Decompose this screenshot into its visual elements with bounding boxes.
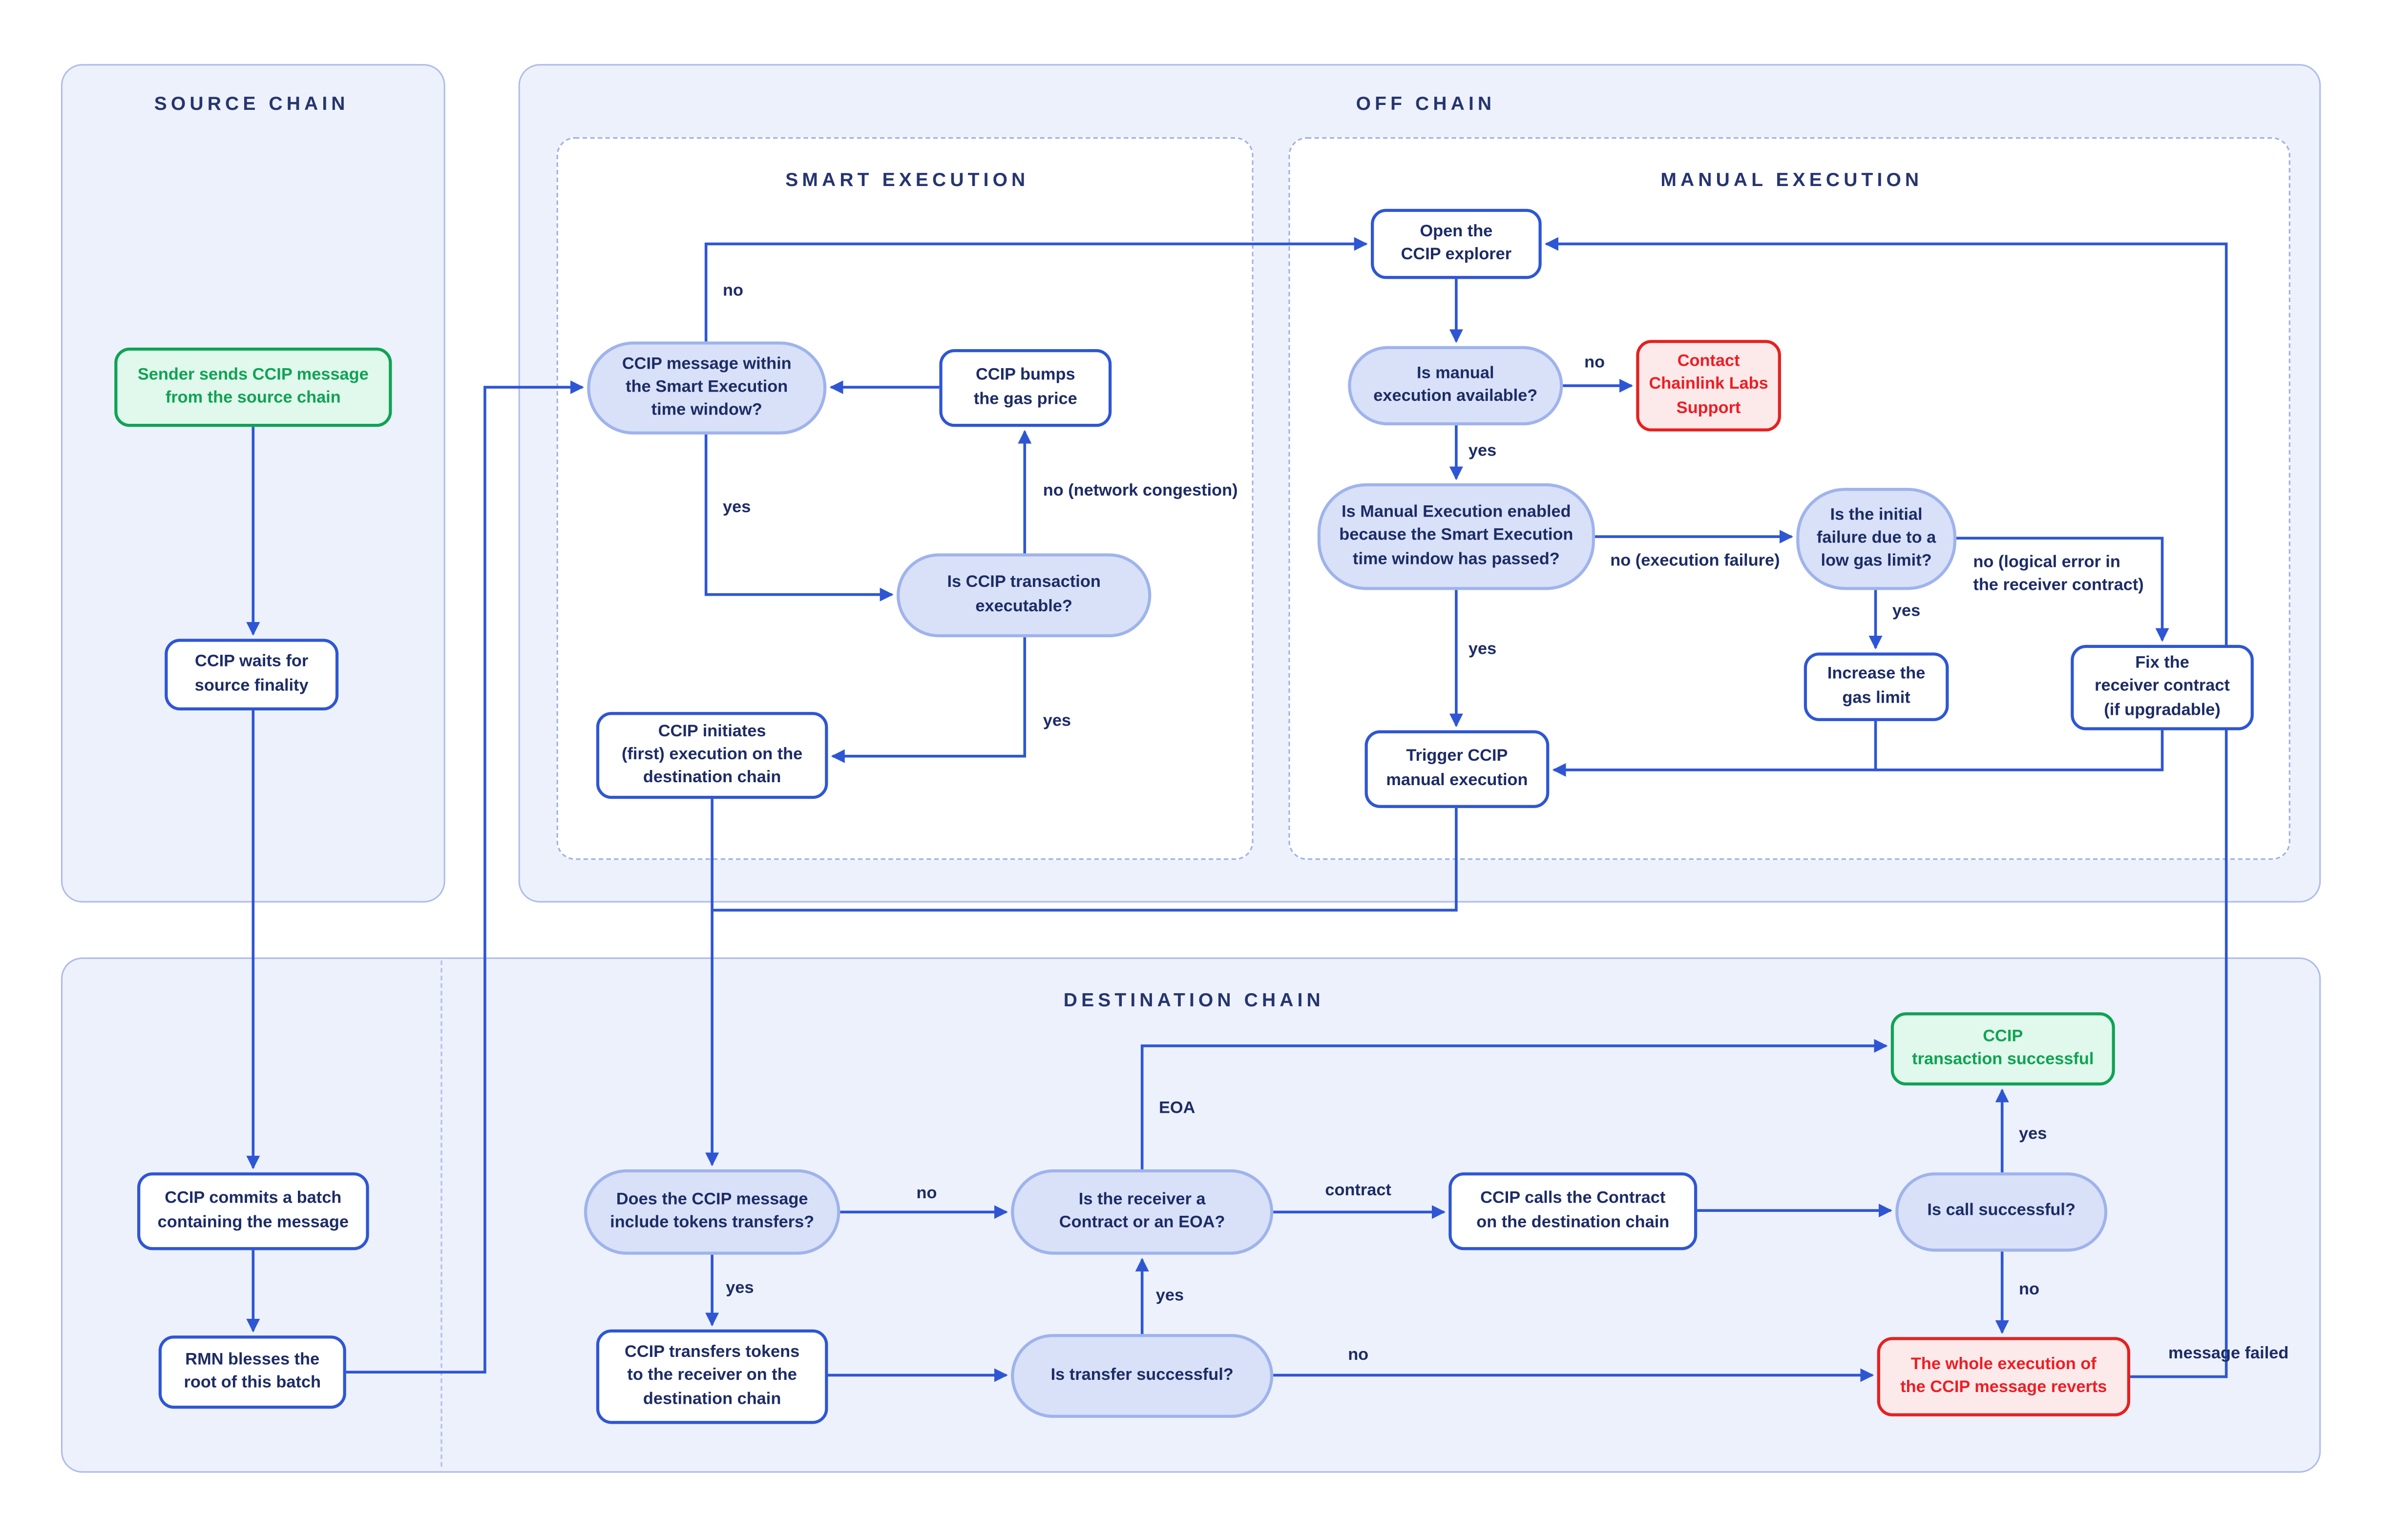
label-no-network-congestion: no (network congestion) [1043, 481, 1238, 500]
node-ccip-waits: CCIP waits for source finality [165, 639, 339, 711]
node-call-successful: Is call successful? [1895, 1172, 2108, 1252]
node-sender: Sender sends CCIP message from the sourc… [114, 347, 392, 427]
node-trigger-manual: Trigger CCIP manual execution [1364, 730, 1550, 808]
node-is-executable: Is CCIP transaction executable? [896, 553, 1152, 638]
label-no-logical-error: no (logical error in the receiver contra… [1973, 553, 2144, 595]
node-transfers-tokens: CCIP transfers tokens to the receiver on… [596, 1329, 828, 1424]
node-initial-failure: Is the initial failure due to a low gas … [1796, 488, 1957, 590]
label-no-call: no [2019, 1280, 2040, 1299]
label-no-manual-available: no [1584, 354, 1605, 372]
source-chain-panel [61, 64, 445, 903]
node-calls-contract: CCIP calls the Contract on the destinati… [1448, 1172, 1698, 1250]
node-ccip-commits: CCIP commits a batch containing the mess… [137, 1172, 369, 1250]
node-msg-within-window: CCIP message within the Smart Execution … [587, 341, 827, 435]
label-contract: contract [1325, 1181, 1391, 1200]
label-no-tokens: no [916, 1185, 937, 1203]
label-yes-tokens: yes [726, 1279, 754, 1298]
label-yes-transfer: yes [1155, 1287, 1184, 1305]
label-eoa: EOA [1159, 1099, 1196, 1118]
node-manual-enabled: Is Manual Execution enabled because the … [1317, 483, 1595, 590]
node-tokens-transfers: Does the CCIP message include tokens tra… [584, 1169, 840, 1255]
node-tx-successful: CCIP transaction successful [1890, 1012, 2115, 1086]
node-ccip-bumps-gas: CCIP bumps the gas price [939, 349, 1112, 427]
node-rmn-blesses: RMN blesses the root of this batch [158, 1335, 346, 1409]
label-yes-window-passed: yes [1468, 640, 1497, 659]
label-no-time-window: no [723, 282, 744, 301]
node-execution-reverts: The whole execution of the CCIP message … [1877, 1337, 2130, 1416]
node-manual-available: Is manual execution available? [1348, 346, 1563, 426]
smart-execution-title: SMART EXECUTION [785, 169, 1029, 191]
label-no-execution-failure: no (execution failure) [1610, 552, 1780, 570]
label-yes-manual-available: yes [1468, 442, 1497, 460]
source-destination-divider [440, 960, 442, 1467]
label-yes-call: yes [2019, 1125, 2047, 1144]
node-receiver-type: Is the receiver a Contract or an EOA? [1011, 1169, 1274, 1255]
off-chain-title: OFF CHAIN [1356, 93, 1496, 115]
node-fix-receiver: Fix the receiver contract (if upgradable… [2071, 645, 2254, 730]
manual-execution-title: MANUAL EXECUTION [1660, 169, 1923, 191]
node-transfer-successful: Is transfer successful? [1011, 1334, 1274, 1418]
label-yes-time-window: yes [723, 499, 751, 517]
label-yes-low-gas: yes [1892, 602, 1921, 621]
node-increase-gas: Increase the gas limit [1804, 652, 1949, 721]
label-yes-executable: yes [1043, 712, 1071, 730]
node-contact-support: Contact Chainlink Labs Support [1636, 340, 1781, 432]
destination-chain-title: DESTINATION CHAIN [1063, 989, 1324, 1011]
label-message-failed: message failed [2168, 1344, 2289, 1363]
node-open-explorer: Open the CCIP explorer [1371, 208, 1542, 279]
label-no-transfer: no [1348, 1346, 1369, 1365]
node-ccip-initiates: CCIP initiates (first) execution on the … [596, 712, 828, 799]
source-chain-title: SOURCE CHAIN [154, 93, 349, 115]
